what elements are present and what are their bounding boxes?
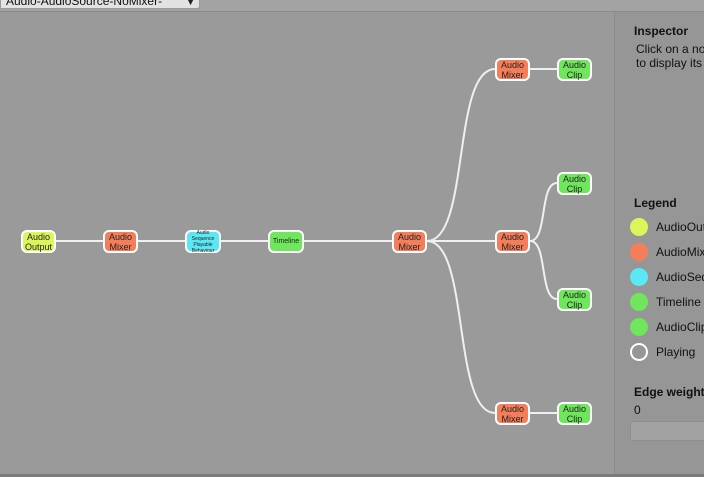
graph-canvas[interactable]: Audio Output Audio Mixer Audio Sequence … [0, 12, 614, 474]
graph-edges [55, 68, 558, 414]
node-audio-mixer-hub[interactable]: Audio Mixer [392, 230, 427, 253]
graph-select-dropdown[interactable]: Audio-AudioSource-NoMixer- ▼ [0, 0, 200, 9]
node-audio-clip-top[interactable]: Audio Clip [557, 58, 592, 81]
inspector-panel: Inspector Click on a node to display its… [614, 12, 704, 474]
legend-item-audio-clip: AudioClip [630, 318, 704, 336]
legend-title: Legend [634, 196, 677, 210]
node-audio-clip-mid-lower[interactable]: Audio Clip [557, 288, 592, 311]
edge-mixer2-mixertop [426, 68, 496, 242]
node-audio-mixer-bottom[interactable]: Audio Mixer [495, 402, 530, 425]
legend-swatch [630, 218, 648, 236]
inspector-title: Inspector [634, 24, 689, 38]
legend-label: Timeline [656, 295, 701, 309]
edge-weight-title: Edge weight [634, 385, 704, 399]
edge-weight-value: 0 [634, 403, 641, 417]
edge-mixer2-mixerbottom [426, 240, 496, 414]
toolbar: Audio-AudioSource-NoMixer- ▼ [0, 0, 704, 12]
graph-select-label: Audio-AudioSource-NoMixer- [6, 0, 163, 8]
legend-item-playing: Playing [630, 343, 704, 361]
node-audio-clip-bottom[interactable]: Audio Clip [557, 402, 592, 425]
node-audio-mixer-top[interactable]: Audio Mixer [495, 58, 530, 81]
legend-label: AudioClip [656, 320, 704, 334]
legend-item-timeline: Timeline [630, 293, 704, 311]
edge-weight-slider[interactable] [630, 421, 704, 441]
node-audio-output[interactable]: Audio Output [21, 230, 56, 253]
node-audio-mixer-mid[interactable]: Audio Mixer [495, 230, 530, 253]
node-audio-mixer[interactable]: Audio Mixer [103, 230, 138, 253]
bottom-border [0, 474, 704, 477]
inspector-hint-line1: Click on a node [636, 42, 704, 56]
edge-mixermid-clipmidupper [529, 182, 558, 242]
playing-ring-icon [630, 343, 648, 361]
legend-swatch [630, 268, 648, 286]
legend-swatch [630, 293, 648, 311]
node-audio-clip-mid-upper[interactable]: Audio Clip [557, 172, 592, 195]
node-audio-sequence[interactable]: Audio Sequence Playable Behaviour [185, 230, 221, 254]
chevron-down-icon: ▼ [186, 0, 195, 7]
legend-label: Playing [656, 345, 696, 359]
inspector-hint-line2: to display its [636, 56, 703, 70]
legend-swatch [630, 243, 648, 261]
node-timeline[interactable]: Timeline [268, 230, 304, 253]
edge-mixermid-clipmidlower [529, 240, 558, 300]
legend-swatch [630, 318, 648, 336]
